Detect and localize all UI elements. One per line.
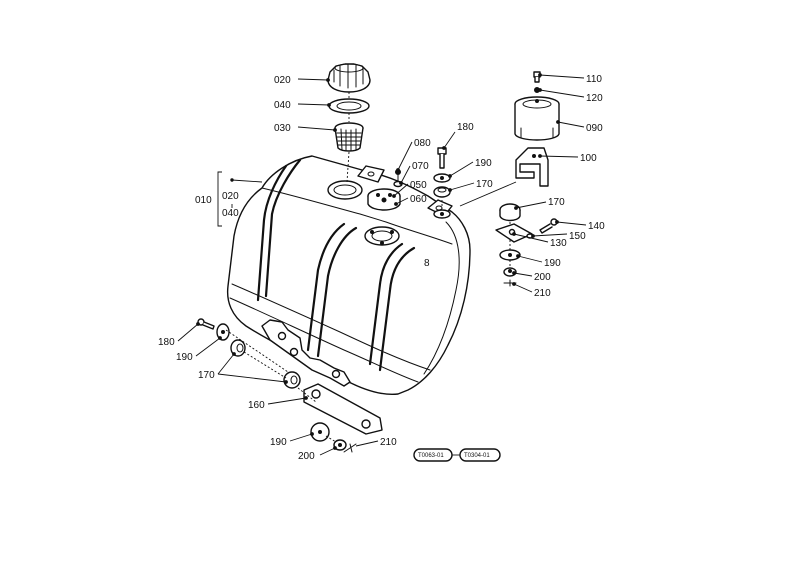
- label-120: 120: [586, 93, 603, 104]
- label-180-left: 180: [158, 337, 175, 348]
- fuel-tank: 8: [226, 155, 471, 396]
- sediment-cup: [514, 96, 560, 141]
- label-210-bottom: 210: [380, 437, 397, 448]
- label-090: 090: [586, 123, 603, 134]
- bottom-cotter-pin: [343, 443, 357, 453]
- top-bolt: [437, 147, 447, 169]
- label-190-bottom: 190: [270, 437, 287, 448]
- label-070: 070: [412, 161, 429, 172]
- label-050: 050: [410, 180, 427, 191]
- fuel-sender-unit: [367, 188, 401, 211]
- left-cushion: [230, 339, 246, 357]
- left-washer: [216, 323, 230, 341]
- bottom-washer: [310, 422, 330, 442]
- lower-bracket: [303, 383, 383, 435]
- bottom-nut: [333, 439, 347, 451]
- label-080: 080: [414, 138, 431, 149]
- filler-strainer: [334, 122, 364, 152]
- label-040-group: 040: [222, 208, 239, 219]
- label-190-top: 190: [475, 158, 492, 169]
- top-washer: [433, 173, 451, 183]
- label-140: 140: [588, 221, 605, 232]
- label-010: 010: [195, 195, 212, 206]
- label-200-right: 200: [534, 272, 551, 283]
- label-020-cap: 020: [274, 75, 291, 86]
- left-bolt: [197, 318, 215, 330]
- label-200-bottom: 200: [298, 451, 315, 462]
- reference-tags: T0063-01 T0304-01: [413, 448, 501, 462]
- filler-cap: [327, 63, 371, 93]
- label-190-left: 190: [176, 352, 193, 363]
- cap-gasket: [328, 98, 370, 114]
- label-170-top: 170: [476, 179, 493, 190]
- top-cushion: [433, 186, 451, 198]
- label-180-top: 180: [457, 122, 474, 133]
- callout-labels: 020 040 030 080 180 070 190 050 170 060 …: [158, 74, 605, 462]
- right-bolt: [539, 218, 558, 234]
- label-190-right: 190: [544, 258, 561, 269]
- label-110: 110: [586, 74, 602, 85]
- reference-tag-a: T0063-01: [418, 453, 444, 459]
- label-160: 160: [248, 400, 265, 411]
- label-170-left: 170: [198, 370, 215, 381]
- label-040-gasket: 040: [274, 100, 291, 111]
- tank-mark: 8: [424, 258, 430, 269]
- leader-lines: [177, 73, 587, 456]
- filter-bracket: [515, 147, 549, 187]
- label-170-right: 170: [548, 197, 565, 208]
- label-150: 150: [569, 231, 586, 242]
- label-060: 060: [410, 194, 427, 205]
- lower-cushion: [283, 371, 301, 389]
- label-030-strainer: 030: [274, 123, 291, 134]
- label-210-right: 210: [534, 288, 551, 299]
- reference-tag-b: T0304-01: [464, 453, 490, 459]
- top-lower-washer: [433, 209, 451, 219]
- label-100: 100: [580, 153, 597, 164]
- label-020-group: 020: [222, 191, 239, 202]
- label-130: 130: [550, 238, 567, 249]
